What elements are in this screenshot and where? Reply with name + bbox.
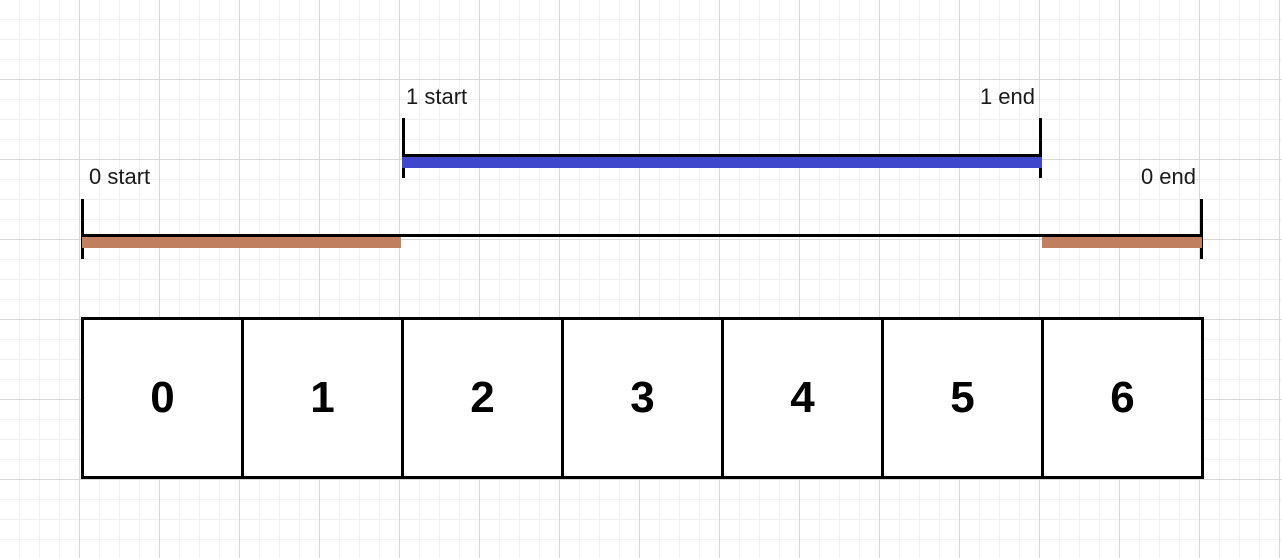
interval-0-start-label: 0 start	[89, 164, 151, 189]
interval-0-bar-segment-left	[82, 237, 401, 248]
index-box-1[interactable]: 1	[241, 317, 404, 479]
index-box-4[interactable]: 4	[721, 317, 884, 479]
interval-1-start-tick	[402, 118, 405, 178]
interval-1-end-tick	[1039, 118, 1042, 178]
interval-0-bar-segment-right	[1042, 237, 1202, 248]
index-box-6[interactable]: 6	[1041, 317, 1204, 479]
index-box-2[interactable]: 2	[401, 317, 564, 479]
interval-1-end-label: 1 end	[979, 84, 1035, 109]
interval-0-start-tick	[81, 199, 84, 259]
interval-0-baseline	[81, 234, 1203, 237]
index-box-5[interactable]: 5	[881, 317, 1044, 479]
index-box-3[interactable]: 3	[561, 317, 724, 479]
interval-1-start-label: 1 start	[406, 84, 468, 109]
interval-0-end-tick	[1200, 199, 1203, 259]
interval-0-end-label: 0 end	[1140, 164, 1196, 189]
index-box-0[interactable]: 0	[81, 317, 244, 479]
interval-1-baseline	[402, 154, 1042, 157]
interval-1-bar-segment	[402, 157, 1042, 168]
index-box-row: 0 1 2 3 4 5 6	[81, 317, 1204, 479]
